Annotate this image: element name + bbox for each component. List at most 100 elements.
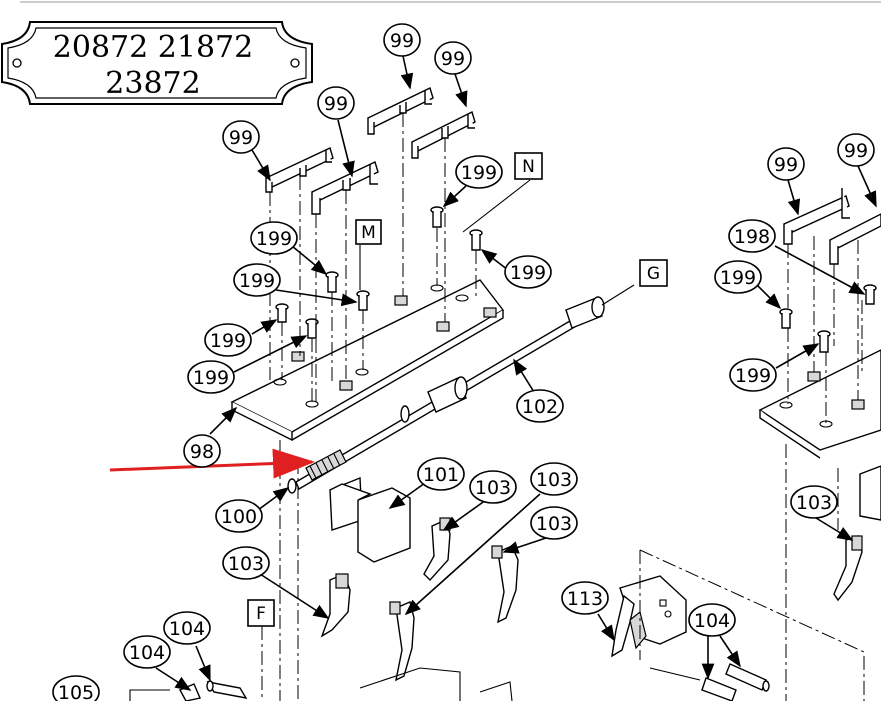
svg-text:105: 105 xyxy=(58,682,94,701)
svg-text:199: 199 xyxy=(735,365,771,387)
svg-text:104: 104 xyxy=(129,642,165,664)
callout-102: 102 xyxy=(516,389,564,423)
callout-104-b: 104 xyxy=(163,611,211,645)
spring-100 xyxy=(305,449,347,481)
hidden-outline xyxy=(639,549,865,701)
svg-text:103: 103 xyxy=(796,492,832,514)
svg-text:100: 100 xyxy=(221,506,257,528)
base-plate-98 xyxy=(230,279,505,442)
callout-99-f: 99 xyxy=(837,133,875,167)
callout-104-c: 104 xyxy=(688,603,736,637)
shaft-assembly-102 xyxy=(287,284,635,494)
callout-113: 113 xyxy=(561,581,609,615)
lever-103-d xyxy=(389,601,415,682)
badge-line-2: 23872 xyxy=(105,66,200,101)
pin-104-b xyxy=(206,680,248,699)
svg-text:199: 199 xyxy=(193,367,229,389)
screw-199-a xyxy=(325,271,339,293)
callout-199-h: 199 xyxy=(729,358,777,392)
svg-text:G: G xyxy=(647,264,660,284)
svg-text:99: 99 xyxy=(441,48,465,70)
leader-lines xyxy=(155,55,877,691)
svg-text:103: 103 xyxy=(475,477,511,499)
svg-text:199: 199 xyxy=(461,162,497,184)
bracket-99-c xyxy=(367,87,434,135)
ref-box-G: G xyxy=(639,259,668,287)
badge-hole-left xyxy=(12,58,22,68)
ref-box-F: F xyxy=(247,599,275,627)
screw-199-b xyxy=(356,290,370,311)
svg-text:199: 199 xyxy=(510,262,546,284)
bracket-99-a xyxy=(265,147,334,193)
svg-text:98: 98 xyxy=(190,441,214,463)
callout-199-c: 199 xyxy=(204,323,252,357)
svg-text:102: 102 xyxy=(522,396,558,418)
bracket-99-f xyxy=(829,213,881,265)
callout-199-b: 199 xyxy=(233,263,281,297)
pin-104-c xyxy=(701,663,770,701)
bracket-99-e xyxy=(783,188,850,245)
svg-text:99: 99 xyxy=(774,154,798,176)
block-101 xyxy=(329,476,411,563)
callout-199-d: 199 xyxy=(187,360,235,394)
bracket-99-b xyxy=(311,161,379,215)
screw-199-f xyxy=(469,229,483,251)
callout-199-e: 199 xyxy=(455,155,503,189)
bracket-113 xyxy=(611,575,687,658)
callout-103-d: 103 xyxy=(530,506,578,540)
svg-text:198: 198 xyxy=(734,226,770,248)
callout-99-c: 99 xyxy=(383,23,421,57)
callout-99-d: 99 xyxy=(434,41,472,75)
screw-199-c xyxy=(275,303,289,323)
svg-text:M: M xyxy=(361,223,376,243)
svg-text:99: 99 xyxy=(229,127,253,149)
callout-105: 105 xyxy=(52,675,100,701)
svg-text:99: 99 xyxy=(390,30,414,52)
svg-text:F: F xyxy=(256,604,266,624)
svg-text:N: N xyxy=(522,157,535,177)
screw-198 xyxy=(863,284,877,305)
assembly-lines-right xyxy=(785,236,863,701)
callout-103-b: 103 xyxy=(469,470,517,504)
callout-199-g: 199 xyxy=(714,260,762,294)
screw-199-g xyxy=(779,308,793,329)
lever-103-e xyxy=(833,535,863,602)
svg-text:104: 104 xyxy=(694,610,730,632)
badge-hole-right xyxy=(290,58,300,68)
callout-99-e: 99 xyxy=(767,147,805,181)
ref-box-N: N xyxy=(514,152,543,180)
svg-text:103: 103 xyxy=(228,553,264,575)
callout-100: 100 xyxy=(215,499,263,533)
callout-198: 198 xyxy=(728,219,776,253)
model-number-badge: 20872 21872 23872 xyxy=(0,21,313,105)
svg-text:103: 103 xyxy=(536,469,572,491)
callout-199-f: 199 xyxy=(504,255,552,289)
callout-199-a: 199 xyxy=(250,221,298,255)
bracket-99-d xyxy=(411,111,476,159)
assembly-lines-left xyxy=(261,113,531,701)
screw-199-e xyxy=(430,206,444,228)
lever-103-b xyxy=(423,517,451,582)
base-plate-right xyxy=(758,349,881,459)
pin-104-a xyxy=(179,683,201,701)
callout-99-a: 99 xyxy=(222,120,260,154)
svg-text:199: 199 xyxy=(210,330,246,352)
lever-103-c xyxy=(491,545,519,624)
callout-103-a: 103 xyxy=(222,546,270,580)
screw-199-h xyxy=(817,330,831,353)
highlight-arrow xyxy=(109,448,315,479)
frame-bottom xyxy=(129,667,513,701)
svg-text:199: 199 xyxy=(720,267,756,289)
svg-text:103: 103 xyxy=(536,513,572,535)
badge-line-1: 20872 21872 xyxy=(53,30,253,65)
svg-text:101: 101 xyxy=(423,464,459,486)
svg-text:199: 199 xyxy=(239,270,275,292)
svg-text:113: 113 xyxy=(567,588,603,610)
block-right xyxy=(859,465,881,521)
ref-box-M: M xyxy=(355,219,382,245)
lever-103-a xyxy=(320,573,351,638)
svg-text:99: 99 xyxy=(324,93,348,115)
callout-104-a: 104 xyxy=(123,635,171,669)
callout-103-e: 103 xyxy=(790,485,838,519)
svg-text:99: 99 xyxy=(844,140,868,162)
